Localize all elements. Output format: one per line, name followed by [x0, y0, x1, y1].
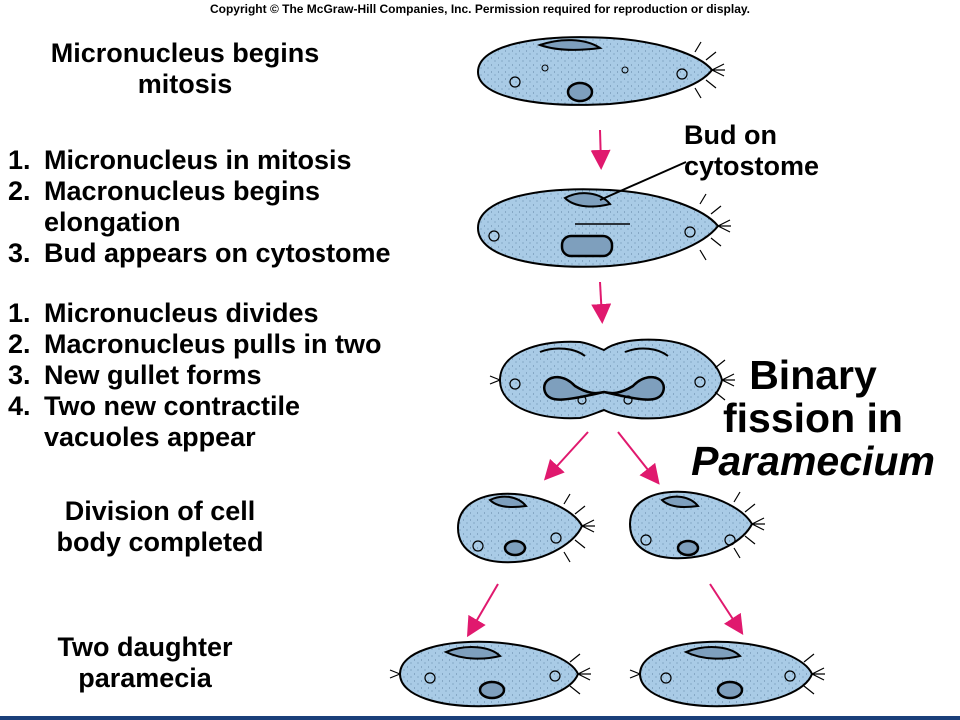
- stage-2-steps: 1.Micronucleus in mitosis 2.Macronucleus…: [8, 145, 478, 269]
- macronucleus-dividing: [543, 375, 665, 401]
- stage-2-step: 1.Micronucleus in mitosis: [8, 145, 352, 175]
- paramecium-stage-1: [476, 36, 725, 106]
- gullet-b: [624, 347, 669, 357]
- bud-on-cytostome: [563, 192, 612, 208]
- stage-3-steps: 1.Micronucleus divides 2.Macronucleus pu…: [8, 298, 478, 453]
- stage-3-step: 4.Two new contractile vacuoles appear: [8, 391, 301, 452]
- bud-callout-label: Bud on cytostome: [684, 120, 820, 181]
- cilia-1: [694, 41, 725, 99]
- stage-3-step: 3.New gullet forms: [8, 360, 262, 390]
- stage-3-step: 1.Micronucleus divides: [8, 298, 319, 328]
- paramecium-stage-3: [489, 338, 735, 420]
- stage-1-line-2: mitosis: [137, 69, 233, 99]
- stage-1-line-1: Micronucleus begins: [50, 38, 320, 68]
- arrow-3b: [617, 431, 660, 485]
- title-line-2: fission in: [723, 395, 903, 441]
- stage-4-line-1: Division of cell: [64, 496, 256, 526]
- cilia-2: [699, 193, 731, 261]
- title-line-3: Paramecium: [691, 438, 935, 484]
- stage-2-step: 3.Bud appears on cytostome: [8, 238, 391, 268]
- stage-2-step: 2.Macronucleus begins elongation: [8, 176, 321, 237]
- vacuole-1a: [509, 76, 521, 88]
- bud-callout-line: [599, 161, 687, 201]
- stage-5-label: Two daughter paramecia: [20, 632, 270, 694]
- daughter-paramecium-1: [389, 640, 591, 708]
- bottom-bar: [0, 716, 960, 720]
- macronucleus-2: [560, 234, 614, 258]
- arrow-4b: [709, 583, 744, 636]
- paramecium-stage-4b: [628, 490, 765, 560]
- cell-body-3: [498, 338, 724, 420]
- stage-1-label: Micronucleus begins mitosis: [30, 38, 340, 100]
- stage-5-line-2: paramecia: [78, 663, 212, 693]
- stage-5-line-1: Two daughter: [57, 632, 233, 662]
- arrow-4a: [466, 583, 499, 638]
- gullet-a: [539, 347, 586, 357]
- copyright-notice: Copyright © The McGraw-Hill Companies, I…: [209, 2, 751, 16]
- macronucleus-1: [566, 81, 594, 103]
- daughter-paramecium-2: [629, 640, 825, 708]
- title-line-1: Binary: [749, 352, 877, 398]
- paramecium-stage-2: [476, 188, 731, 268]
- arrow-1: [590, 129, 611, 170]
- cilia-3: [489, 359, 735, 401]
- stage-3-step: 2.Macronucleus pulls in two: [8, 329, 382, 359]
- arrow-2: [591, 281, 612, 324]
- paramecium-stage-4a: [456, 492, 595, 564]
- arrow-3a: [543, 431, 589, 481]
- vacuole-1b: [676, 68, 688, 80]
- diagram-title: Binary fission in Paramecium: [678, 354, 948, 483]
- oral-groove-1: [536, 39, 603, 51]
- stage-4-line-2: body completed: [56, 527, 264, 557]
- stage-4-label: Division of cell body completed: [20, 496, 300, 558]
